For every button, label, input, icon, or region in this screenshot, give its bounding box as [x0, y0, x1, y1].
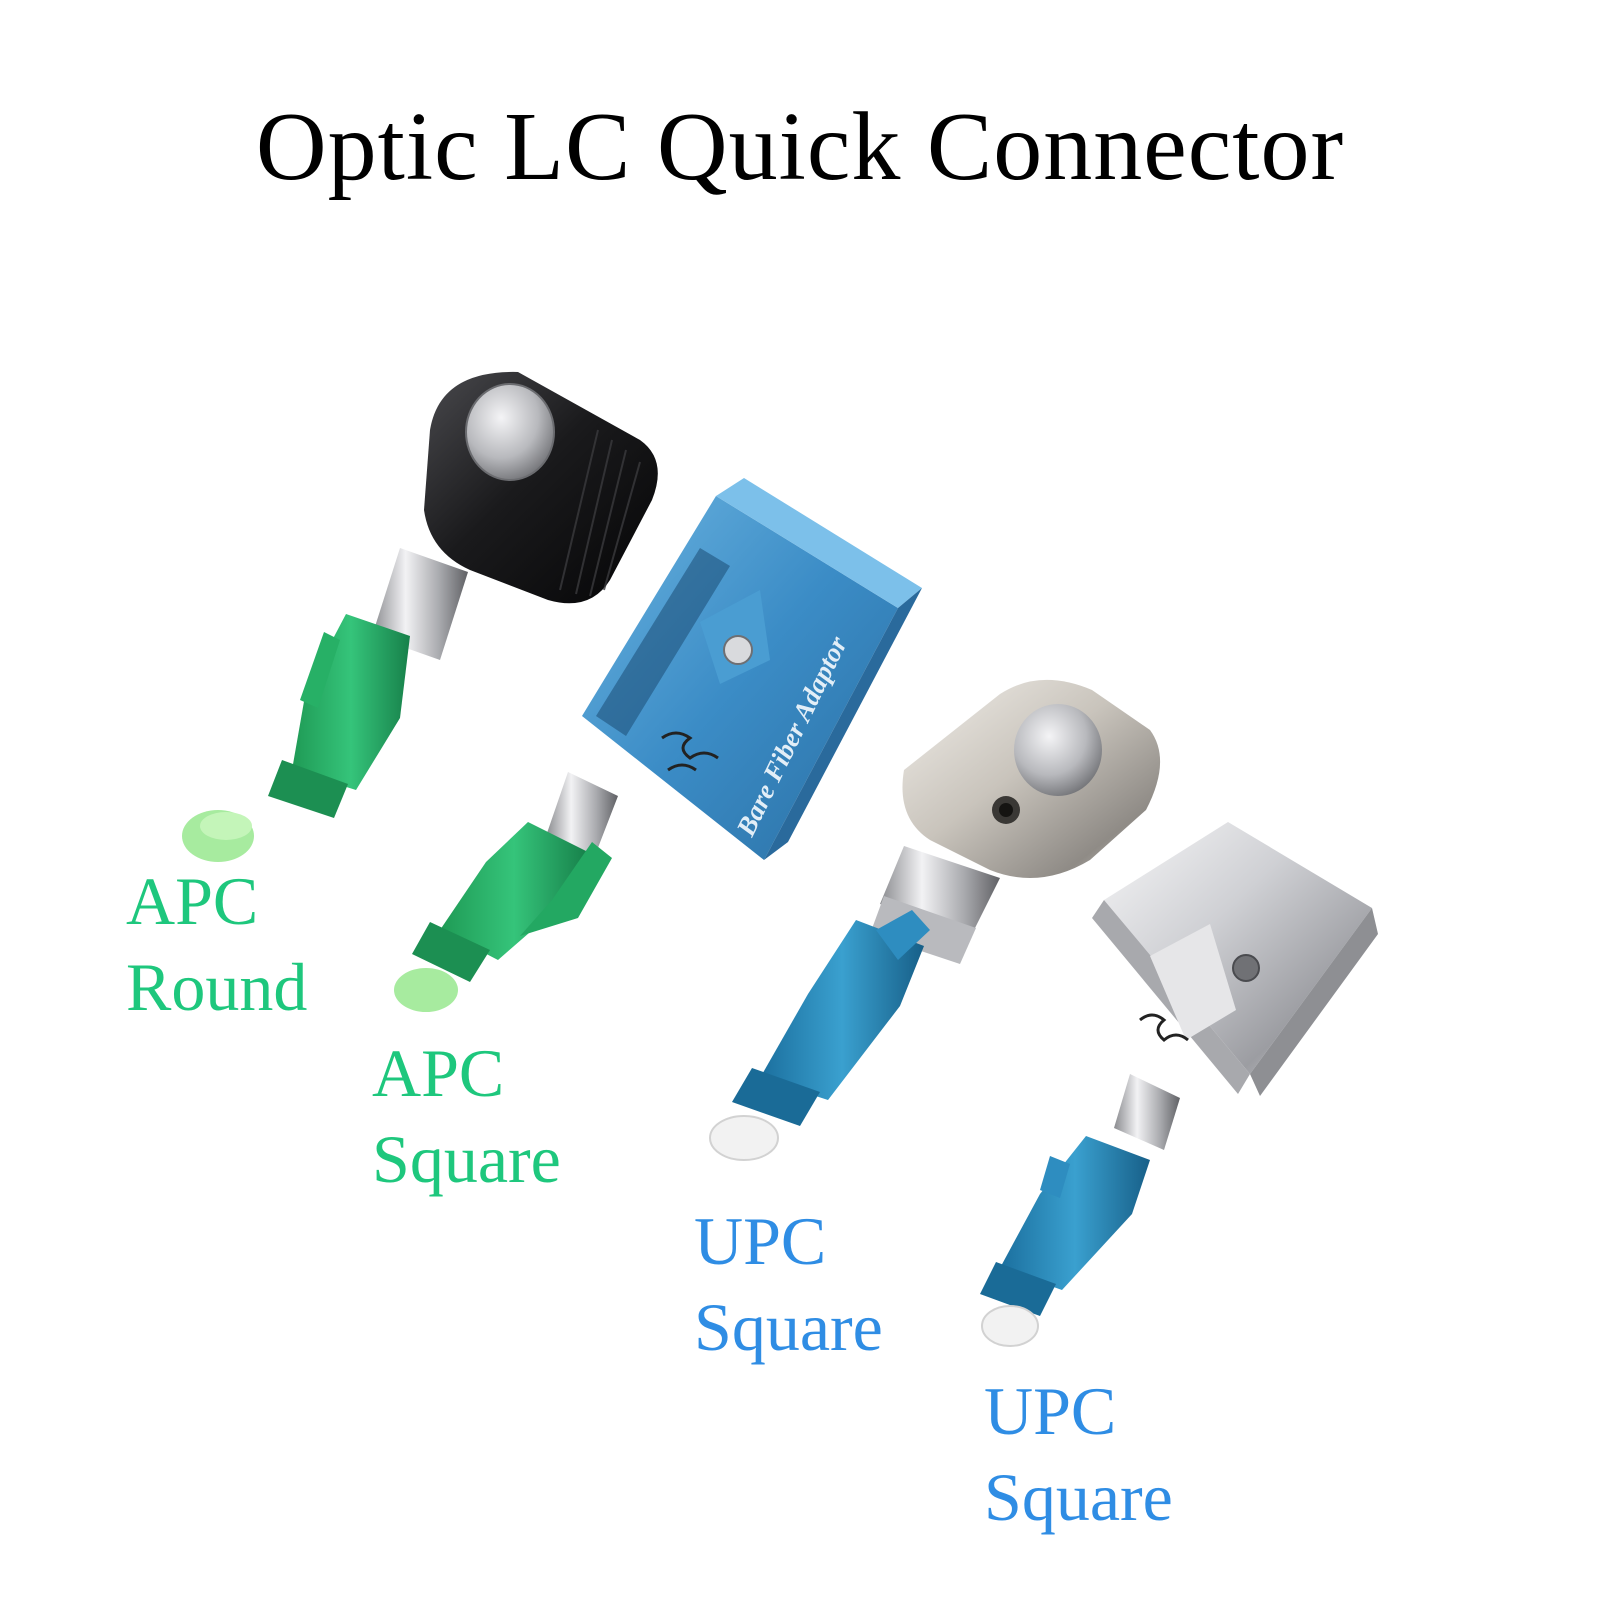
- upc-square-connector-square-housing: [980, 822, 1378, 1347]
- connector-type: UPC: [984, 1373, 1117, 1449]
- connector-label-apc-round: APC Round: [126, 858, 307, 1030]
- apc-square-connector: Bare Fiber Adaptor: [394, 478, 922, 1012]
- page-title: Optic LC Quick Connector: [255, 93, 1345, 201]
- connector-label-upc-square-2: UPC Square: [984, 1368, 1173, 1540]
- connector-shape: Square: [984, 1459, 1173, 1535]
- connector-label-upc-square-1: UPC Square: [694, 1198, 883, 1370]
- connector-type: APC: [126, 863, 259, 939]
- connector-type: UPC: [694, 1203, 827, 1279]
- connector-type: APC: [372, 1035, 505, 1111]
- connector-shape: Round: [126, 949, 308, 1025]
- connector-shape: Square: [372, 1121, 561, 1197]
- apc-round-connector: [182, 371, 658, 862]
- connector-label-apc-square: APC Square: [372, 1030, 561, 1202]
- connector-shape: Square: [694, 1289, 883, 1365]
- upc-square-connector-round-housing: [709, 679, 1161, 1161]
